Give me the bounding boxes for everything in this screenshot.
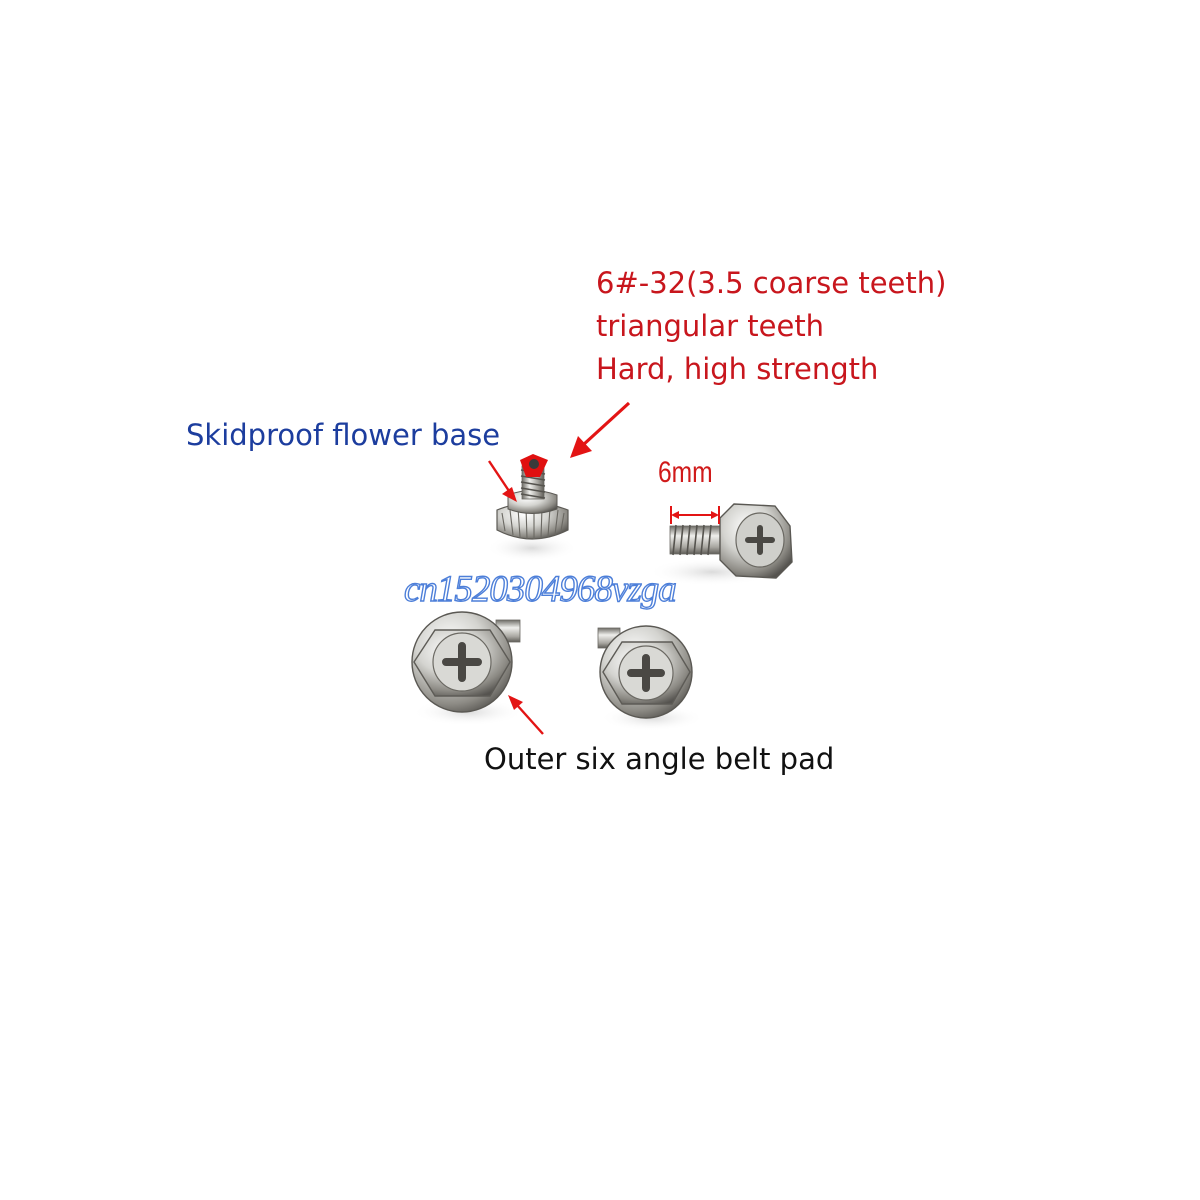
thread-spec-line: Hard, high strength — [596, 352, 879, 386]
watermark: cn1520304968vzga — [403, 568, 677, 610]
screw-front-hex-left — [411, 611, 524, 726]
thread-spec-line: 6#-32(3.5 coarse teeth) — [596, 266, 947, 300]
screw-flange-base — [486, 454, 578, 562]
pad-label: Outer six angle belt pad — [484, 742, 835, 776]
screw-side-hex — [648, 503, 793, 586]
dimension-marker — [670, 506, 720, 524]
screw-front-hex-right — [597, 625, 704, 731]
skidproof-label: Skidproof flower base — [186, 418, 501, 452]
arrow-pad — [508, 695, 544, 735]
thread-spec-line: triangular teeth — [596, 309, 825, 343]
arrow-thread — [570, 401, 631, 458]
arrow-skidproof — [488, 460, 517, 502]
length-label: 6mm — [658, 456, 713, 489]
